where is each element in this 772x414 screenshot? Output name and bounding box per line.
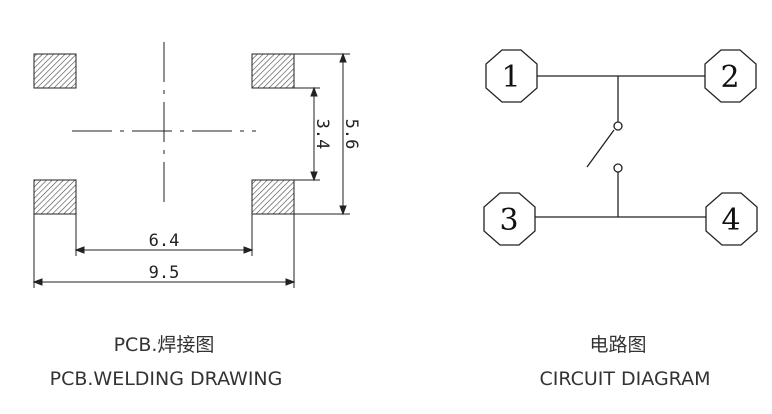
pin-4-octagon — [705, 192, 758, 246]
switch-blade — [586, 129, 615, 168]
pin-4-label: 4 — [721, 203, 740, 238]
pin-3-octagon — [483, 192, 536, 246]
pin-1-octagon — [485, 49, 538, 103]
pin-2-label: 2 — [720, 60, 739, 95]
pin-2-octagon — [704, 49, 757, 103]
dim-arrow-56-bottom — [339, 205, 347, 216]
dim-arrow-56-top — [339, 52, 347, 63]
dim-arrow-95-left — [32, 278, 43, 286]
dim-arrow-34-top — [310, 86, 318, 97]
dim-label-64: 6.4 — [149, 231, 180, 251]
pad-top-right — [251, 53, 295, 89]
pin-3-label: 3 — [499, 203, 518, 238]
pin-1-label: 1 — [501, 60, 520, 95]
circuit-caption-cn: 电路图 — [589, 334, 647, 356]
pcb-caption-cn: PCB.焊接图 — [113, 334, 215, 356]
pad-bottom-right — [251, 179, 295, 215]
dim-label-56: 5.6 — [341, 119, 361, 150]
dim-arrow-64-left — [74, 246, 85, 254]
pcb-caption-en: PCB.WELDING DRAWING — [49, 368, 283, 390]
dim-arrow-95-right — [285, 278, 296, 286]
dim-arrow-64-right — [243, 246, 254, 254]
circuit-drawing — [483, 49, 758, 246]
circuit-caption-en: CIRCUIT DIAGRAM — [539, 368, 711, 390]
pad-bottom-left — [33, 179, 77, 215]
dim-arrow-34-bottom — [310, 171, 318, 182]
dim-label-34: 3.4 — [312, 119, 332, 150]
switch-contact-bottom — [613, 163, 623, 173]
switch-contact-top — [613, 121, 623, 131]
dim-label-95: 9.5 — [149, 263, 180, 283]
pcb-drawing — [32, 42, 350, 288]
pad-top-left — [33, 53, 77, 89]
